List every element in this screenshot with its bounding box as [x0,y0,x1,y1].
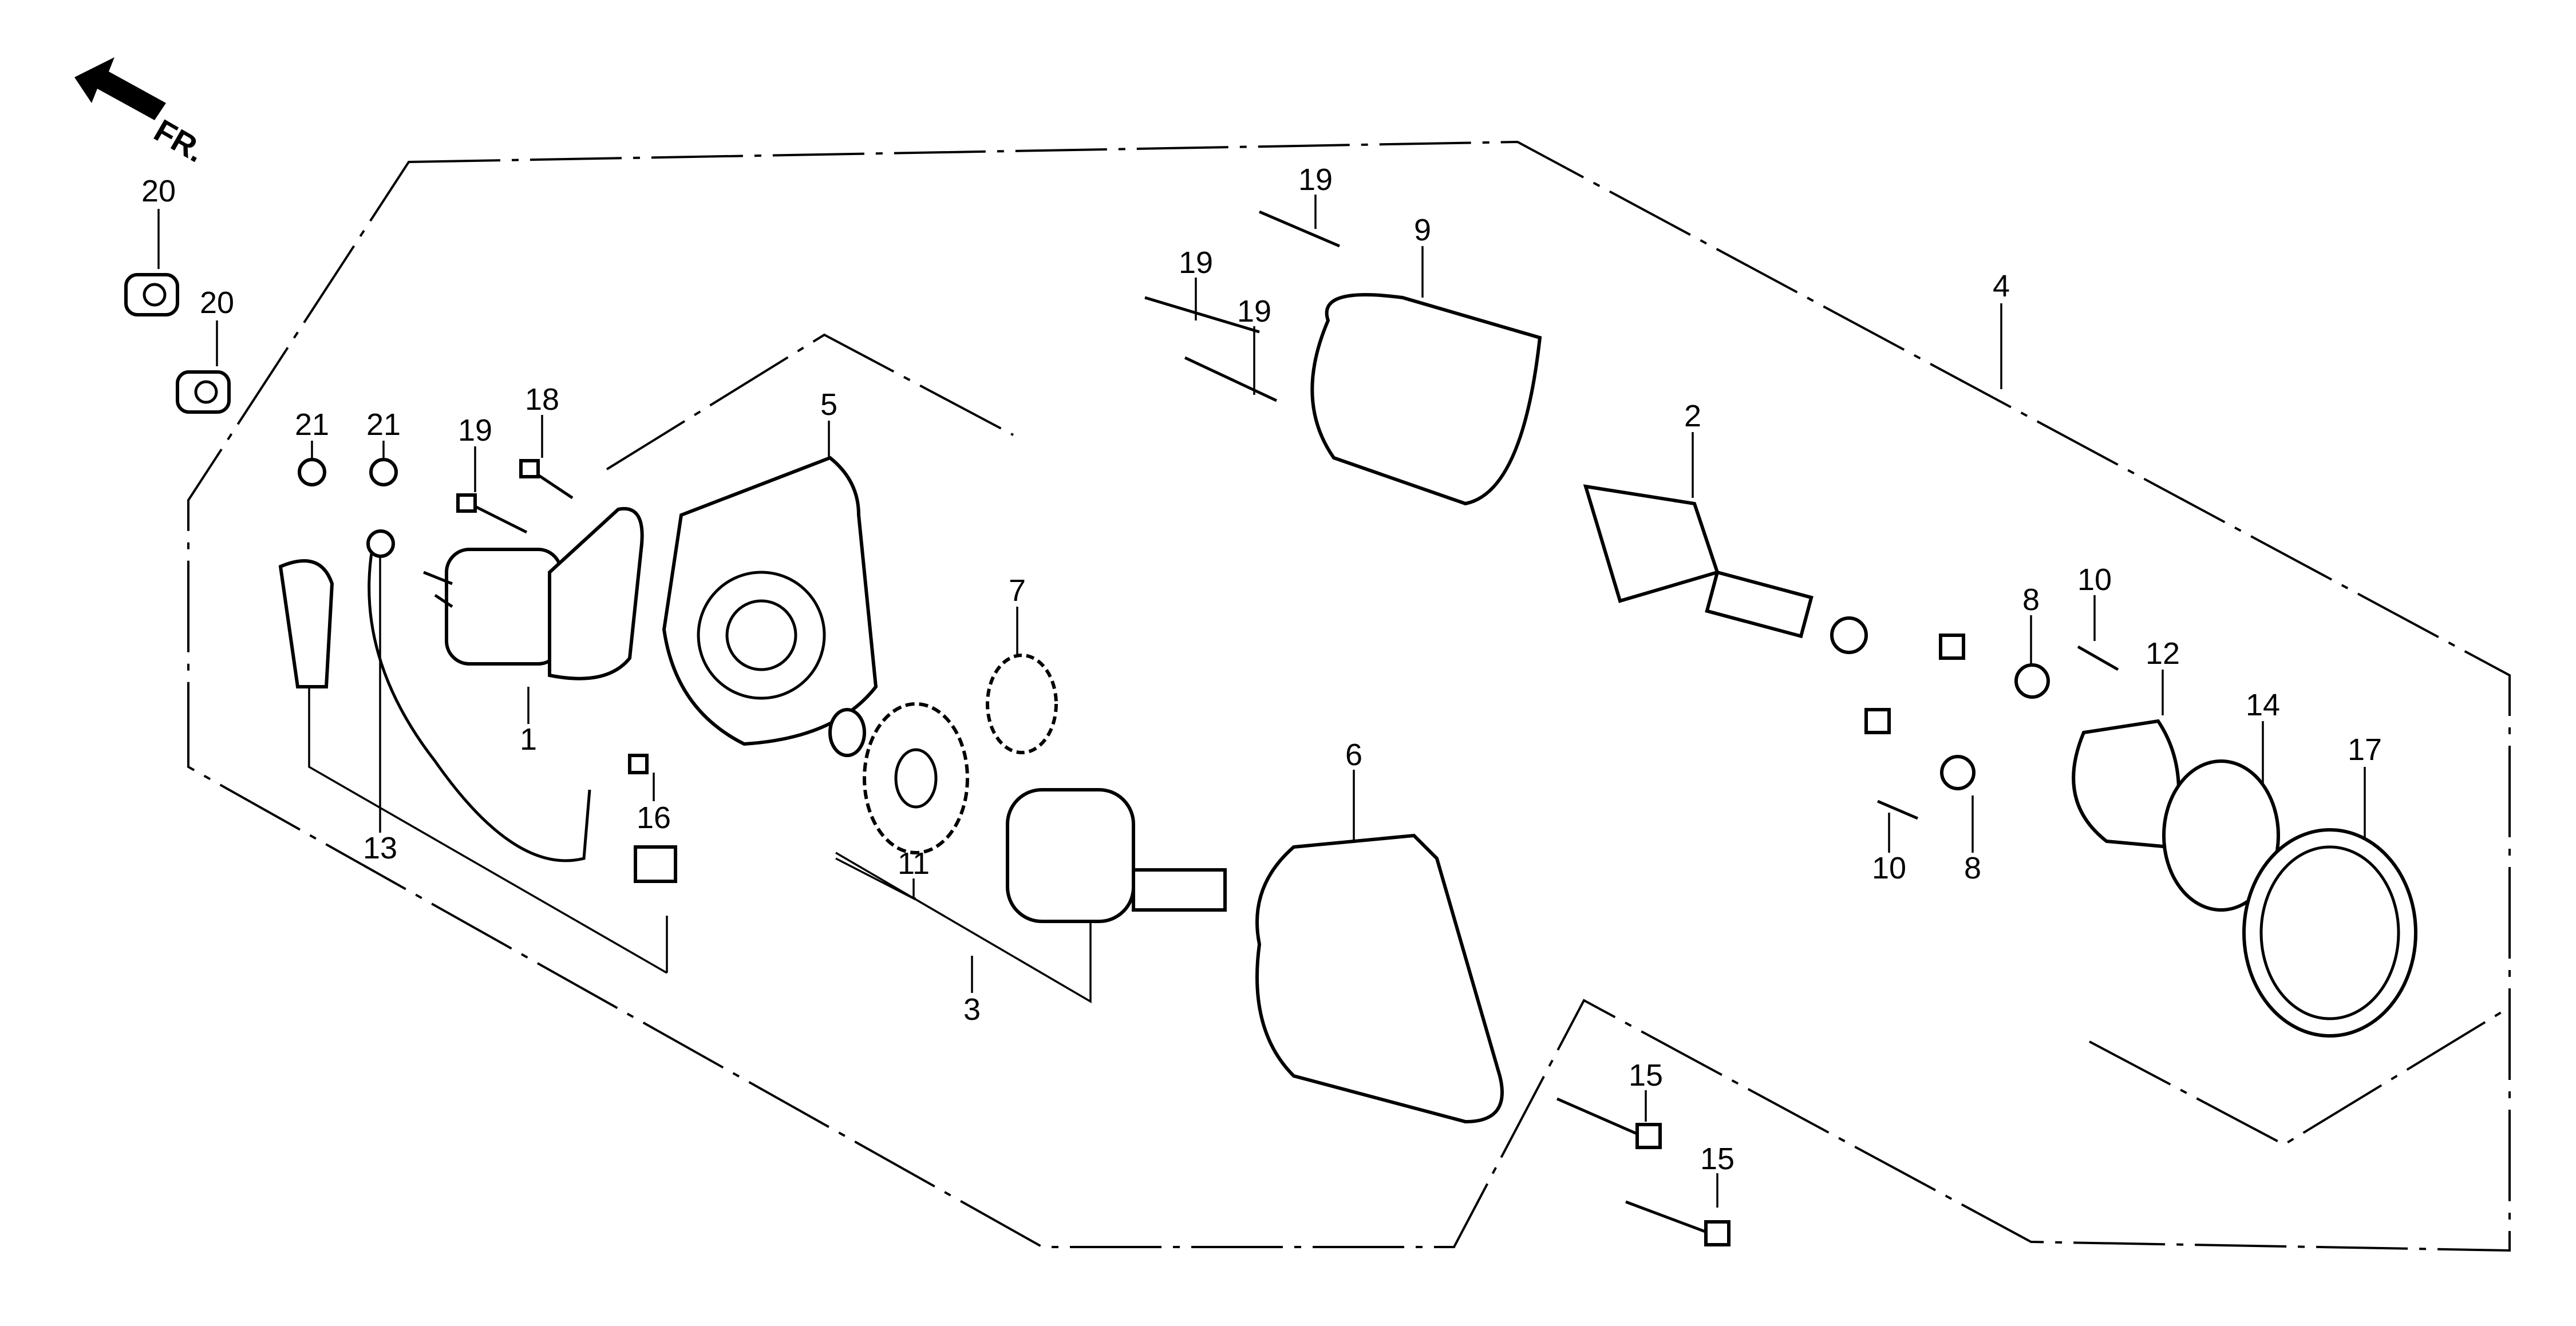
nut-20 [176,370,231,414]
callout-19: 19 [1237,294,1271,328]
bolt-19 [1144,210,1340,402]
callout-2: 2 [1684,399,1701,433]
callout-17: 17 [2348,733,2382,767]
callout-12: 12 [2146,636,2180,671]
callout-19: 19 [1179,246,1213,280]
callout-15: 15 [1629,1058,1663,1093]
callout-10: 10 [1872,851,1906,885]
nut-20 [124,273,179,316]
callout-8: 8 [1964,851,1981,885]
nut-21 [298,458,398,486]
rear-cover-6 [1255,833,1504,1124]
callout-18: 18 [525,382,559,417]
callout-5: 5 [820,387,837,422]
callout-20: 20 [141,174,176,208]
callout-13: 13 [363,831,397,865]
bolt-19-18 [456,459,574,534]
gear-11 [863,702,969,854]
callout-1: 1 [520,722,537,757]
armature-2 [1583,484,1868,654]
callout-6: 6 [1345,738,1362,772]
starter-assembly-outline [187,140,2511,1252]
yoke-9 [1310,293,1542,506]
washer [828,708,866,757]
o-ring-17 [2242,828,2417,1038]
callout-3: 3 [963,992,981,1027]
callout-7: 7 [1009,573,1026,608]
callout-20: 20 [200,286,234,320]
callout-4: 4 [1993,269,2010,303]
callout-10: 10 [2077,563,2112,597]
callout-8: 8 [2022,583,2040,617]
front-direction-arrow-icon [74,57,166,120]
pinion-clutch-3 [1006,788,1227,923]
brush-group-outline [2089,1006,2511,1146]
callout-21: 21 [366,407,401,442]
front-cover-group-outline [606,333,1014,470]
plate-14 [2162,759,2280,912]
brush-parts-8-10 [1864,634,2119,820]
callout-16: 16 [637,801,671,835]
callout-11: 11 [898,846,930,881]
front-cover-5 [662,456,878,746]
callout-15: 15 [1700,1142,1735,1176]
gear-7 [986,654,1058,754]
callout-9: 9 [1414,213,1431,247]
leader-lines [157,195,2366,1208]
callout-19: 19 [1298,163,1333,197]
bolt-15 [1556,1097,1730,1246]
solenoid-1 [423,506,644,680]
callout-21: 21 [295,407,329,442]
connector-16 [628,754,677,883]
callout-14: 14 [2246,688,2280,722]
cable-13 [278,529,591,862]
front-direction-label: FR. [148,112,211,169]
callout-19: 19 [458,413,492,448]
